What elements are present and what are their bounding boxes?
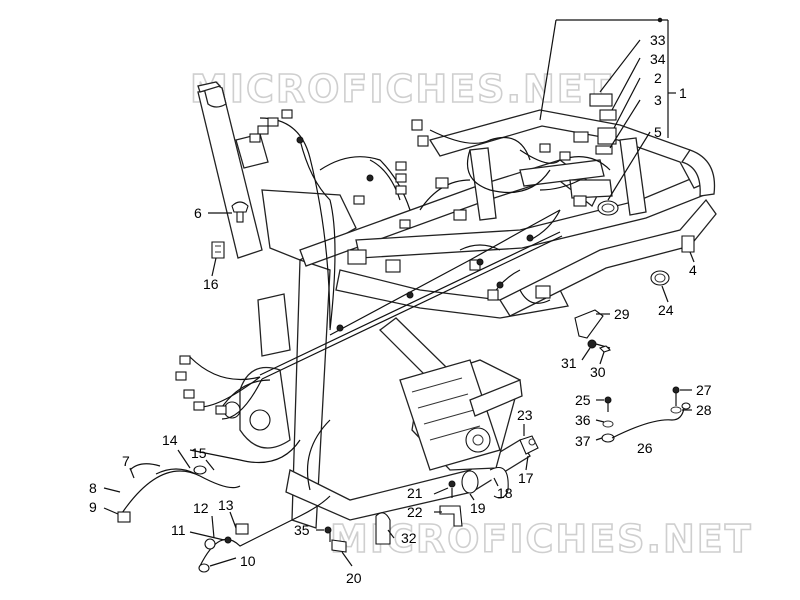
callout-20: 20 [346,570,362,586]
callout-35: 35 [294,522,310,538]
leader-lines [103,17,695,567]
callout-15: 15 [191,445,207,461]
callout-3: 3 [654,92,662,108]
callout-18: 18 [497,485,513,501]
callout-33: 33 [650,32,666,48]
loose-parts [117,81,695,573]
callout-14: 14 [162,432,178,448]
callout-26: 26 [637,440,653,456]
callout-28: 28 [696,402,712,418]
callout-16: 16 [203,276,219,292]
callout-5: 5 [654,124,662,140]
callout-32: 32 [401,530,417,546]
callout-25: 25 [575,392,591,408]
callout-11: 11 [171,522,186,538]
callout-4: 4 [689,262,697,278]
callout-22: 22 [407,504,423,520]
callout-1: 1 [679,85,687,101]
callout-23: 23 [517,407,533,423]
callout-27: 27 [696,382,712,398]
callout-6: 6 [194,205,202,221]
wiring-harness [175,109,611,491]
callout-13: 13 [218,497,234,513]
callout-30: 30 [590,364,606,380]
callout-37: 37 [575,433,591,449]
callout-29: 29 [614,306,630,322]
callout-34: 34 [650,51,666,67]
callout-24: 24 [658,302,674,318]
callout-31: 31 [561,355,577,371]
callout-12: 12 [193,500,209,516]
callout-10: 10 [240,553,256,569]
scooter-frame [197,84,717,529]
callout-19: 19 [470,500,486,516]
callout-9: 9 [89,499,97,515]
watermark-bottom: MICROFICHES.NET [330,517,753,561]
callout-7: 7 [122,453,130,469]
callout-labels: 33 34 2 1 3 5 6 16 4 24 29 31 30 25 27 3… [89,32,712,586]
callout-8: 8 [89,480,97,496]
callout-2: 2 [654,70,662,86]
callout-17: 17 [518,470,534,486]
callout-36: 36 [575,412,591,428]
watermark-top: MICROFICHES.NET [190,67,613,111]
callout-21: 21 [407,485,423,501]
